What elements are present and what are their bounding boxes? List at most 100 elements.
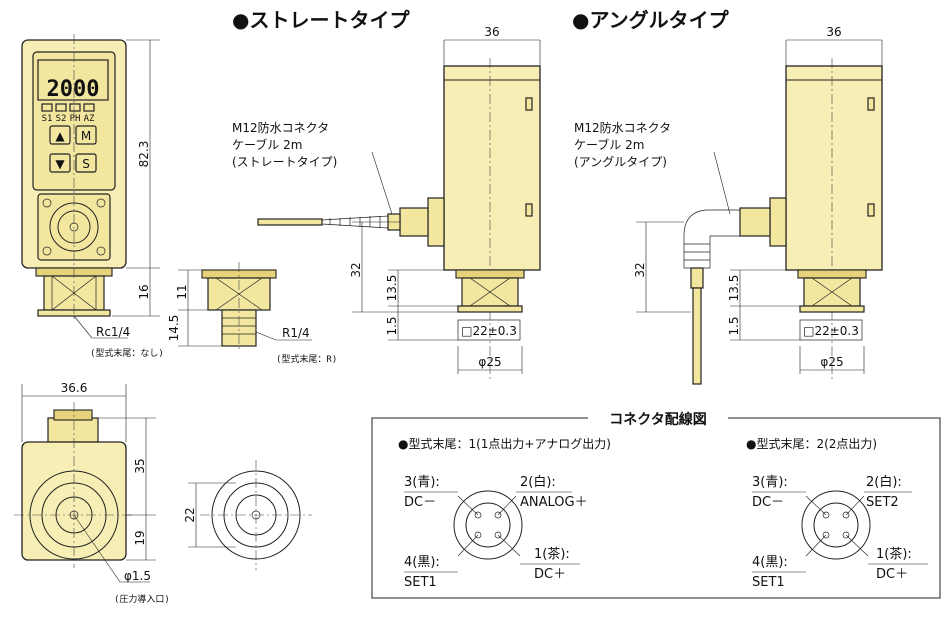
front-view: 2000 S1 S2 PH AZ ▲ M ▼ S	[21, 34, 164, 359]
straight-type-title: ●ストレートタイプ	[232, 8, 410, 32]
dim-fitting-16: 16	[137, 284, 151, 299]
model2-pin4	[822, 531, 830, 539]
s-key[interactable]	[75, 153, 97, 173]
dim-width-36: 36	[826, 25, 841, 39]
bottom-hex-top	[47, 417, 99, 443]
port-note-r: (型式末尾：R)	[276, 353, 337, 365]
model2-pin1	[842, 531, 850, 539]
indicator-label-s1: S1	[42, 114, 53, 124]
cable-length: ケーブル 2m	[574, 137, 644, 152]
dim-diameter-25: φ25	[820, 355, 843, 369]
model1-pin2-num: 2(白):	[520, 474, 556, 490]
model1-pin3-num: 3(青):	[404, 475, 440, 490]
model2-pin3	[822, 511, 830, 519]
model2-pin1-num: 1(茶):	[876, 546, 912, 562]
screw-icon	[42, 198, 52, 208]
side-slot	[867, 97, 875, 111]
display-window	[37, 59, 109, 101]
down-key[interactable]	[49, 153, 71, 173]
model1-pin4-num: 4(黒):	[404, 555, 440, 570]
thread-base	[457, 305, 523, 313]
model1-pin2	[494, 511, 502, 519]
indicator-az	[83, 103, 95, 112]
m-key-label: M	[81, 129, 91, 143]
model2-pin4-num: 4(黒):	[752, 555, 788, 570]
dim-square-22: □22±0.3	[461, 324, 517, 338]
leader-line	[713, 151, 731, 215]
model2-title: ●型式末尾：2(2点出力)	[746, 437, 877, 451]
model1-pin1-num: 1(茶):	[534, 546, 570, 562]
angle-boot	[683, 209, 741, 269]
leader-line	[73, 315, 93, 339]
m-key[interactable]	[75, 125, 97, 145]
cable	[257, 218, 323, 226]
hex-cross	[811, 277, 853, 307]
model2-pin2-func: SET2	[866, 495, 899, 510]
port-diameter: φ1.5	[124, 569, 151, 583]
screw-icon	[96, 246, 106, 256]
connector-body	[739, 207, 771, 237]
model2-pin4-func: SET1	[752, 575, 785, 590]
angle-type-title: ●アングルタイプ	[572, 8, 730, 32]
port-thread-r14: R1/4	[282, 326, 310, 340]
dim-thread-1-5: 1.5	[727, 316, 741, 335]
model2-pin3-func: DC－	[752, 495, 784, 510]
indicator-s2	[55, 103, 67, 112]
side-slot	[525, 97, 533, 111]
pin-leader	[845, 495, 865, 516]
port-note-inlet: (圧力導入口)	[114, 593, 170, 605]
angle-side-view: 36 32 13.5 1.5 □22±0.3 φ25 M12防水コネクタ ケーブ…	[574, 25, 883, 385]
hex-cross	[469, 277, 511, 307]
straight-body	[443, 65, 541, 271]
indicator-s1	[41, 103, 53, 112]
angle-body	[785, 65, 883, 271]
leader-line	[371, 151, 393, 215]
leader-line	[255, 331, 277, 341]
bottom-view: 36.6 35 19 φ1.5 (圧力導入口)	[14, 381, 170, 605]
model1-pin1	[494, 531, 502, 539]
model2-pin2	[842, 511, 850, 519]
pin-leader	[845, 534, 869, 557]
dim-hex-13-5: 13.5	[385, 275, 399, 302]
model2-pin1-func: DC＋	[876, 567, 908, 582]
pin-leader	[805, 495, 827, 516]
model2-pin2-num: 2(白):	[866, 474, 902, 490]
dim-diameter-25: φ25	[478, 355, 501, 369]
dim-upper-35: 35	[133, 458, 147, 473]
cable-length: ケーブル 2m	[232, 137, 302, 152]
up-key-glyph: ▲	[55, 129, 65, 143]
model2-connector-outer	[801, 490, 871, 560]
connector-nut	[769, 197, 787, 247]
cable-label: M12防水コネクタ	[232, 120, 329, 135]
pin-leader	[497, 495, 517, 516]
screw-icon	[42, 246, 52, 256]
hex-flange	[455, 269, 525, 279]
pin-leader	[497, 534, 521, 557]
s-key-label: S	[82, 157, 90, 171]
wiring-title: コネクタ配線図	[609, 411, 706, 428]
thread-base	[799, 305, 865, 313]
cable	[692, 287, 702, 385]
indicator-label-ph: PH	[70, 114, 81, 124]
dim-hex-11: 11	[175, 284, 189, 299]
down-key-glyph: ▼	[55, 157, 65, 171]
port-end-view: 22	[183, 460, 312, 570]
model1-pin2-func: ANALOG＋	[520, 495, 588, 510]
model1-connector-inner	[465, 502, 511, 548]
dim-total-14-5: 14.5	[167, 315, 181, 342]
screw-icon	[96, 198, 106, 208]
up-key[interactable]	[49, 125, 71, 145]
model1-pin1-func: DC＋	[534, 567, 566, 582]
cable-label: M12防水コネクタ	[574, 120, 671, 135]
leader-line	[73, 514, 121, 583]
wiring-diagram: コネクタ配線図 ●型式末尾：1(1点出力+アナログ出力) 3(青): DC－ 2…	[371, 408, 941, 599]
model1-pin3-func: DC－	[404, 495, 436, 510]
dim-width-36: 36	[484, 25, 499, 39]
dim-thread-1-5: 1.5	[385, 316, 399, 335]
cable-strain-relief	[690, 267, 704, 289]
pin-leader	[805, 534, 827, 557]
wiring-title-bg	[588, 408, 728, 428]
side-slot	[525, 203, 533, 217]
dim-connector-32: 32	[349, 262, 363, 277]
